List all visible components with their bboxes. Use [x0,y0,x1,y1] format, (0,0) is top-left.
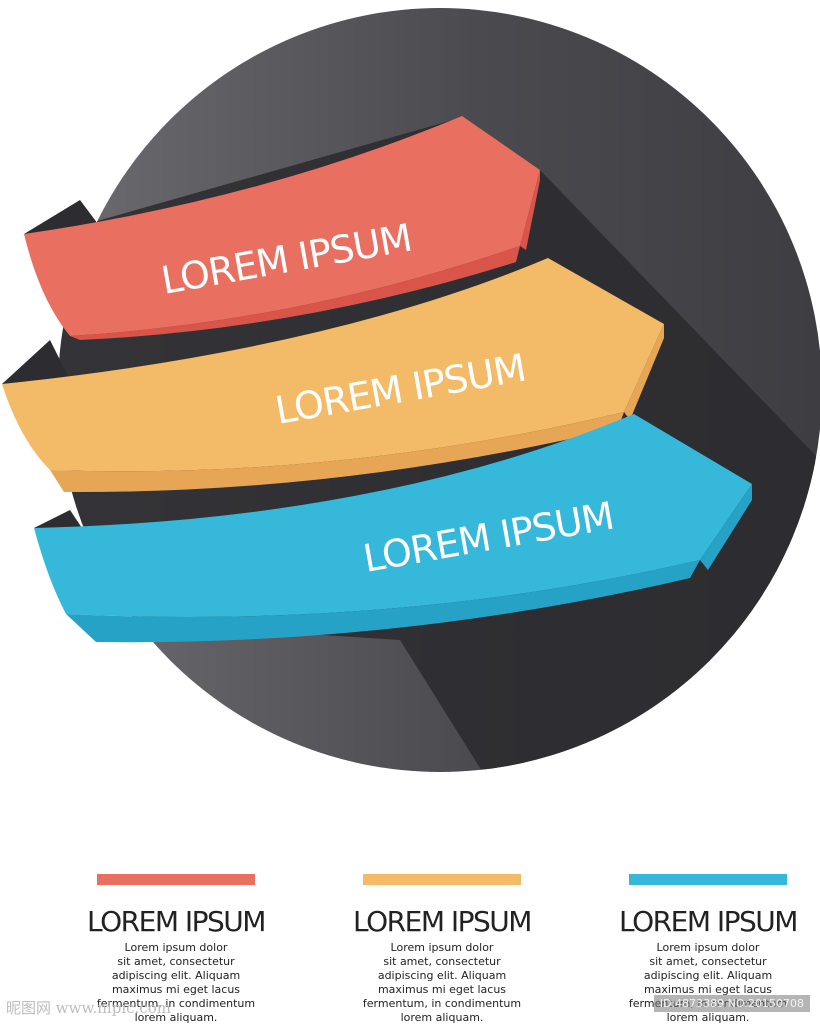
column-3-title: LOREM IPSUM [619,905,798,938]
ribbon-2: LOREM IPSUM [2,258,664,493]
ribbon-1: LOREM IPSUM [24,116,540,340]
ribbon-3: LOREM IPSUM [34,414,752,643]
column-2-title: LOREM IPSUM [353,905,532,938]
column-2-body: Lorem ipsum dolor sit amet, consectetur … [362,941,522,1024]
column-1-color-bar [97,874,255,885]
sphere-ribbon-illustration: LOREM IPSUM LOREM IPSUM LOREM IPSUM [2,8,820,772]
column-3-body: Lorem ipsum dolor sit amet, consectetur … [629,941,787,1024]
info-column-2: LOREM IPSUM Lorem ipsum dolor sit amet, … [322,874,562,1025]
watermark-left: 昵图网 www.nipic.com [6,999,171,1017]
column-1-title: LOREM IPSUM [87,905,266,938]
column-2-color-bar [363,874,521,885]
watermark-right: ID:4873389 NO:20150708 [653,995,810,1012]
info-column-1: LOREM IPSUM Lorem ipsum dolor sit amet, … [56,874,296,1025]
column-1-body: Lorem ipsum dolor sit amet, consectetur … [96,941,256,1024]
column-3-color-bar [629,874,787,885]
